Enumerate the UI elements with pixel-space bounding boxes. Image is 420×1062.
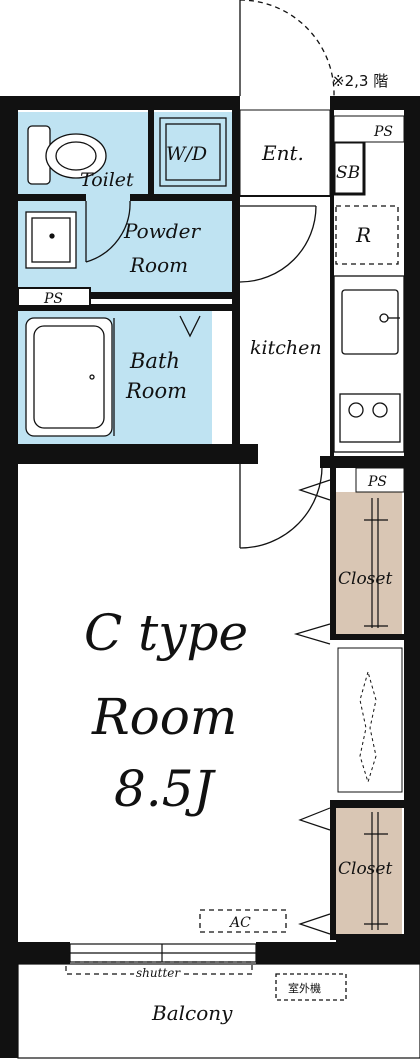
ps-right <box>355 467 405 493</box>
balcony-area <box>17 963 420 1059</box>
shutter-label: shutter <box>136 966 181 980</box>
ps-left-label: PS <box>43 291 63 307</box>
balcony-window <box>65 943 257 975</box>
kitchen-door <box>239 205 317 283</box>
ps-top-label: PS <box>373 124 393 140</box>
closet-lower-label: Closet <box>338 859 392 879</box>
entrance-door-swing <box>239 0 335 97</box>
ac-label: AC <box>228 915 251 931</box>
ps-left <box>17 287 91 307</box>
powder-room-label-2: Room <box>129 253 188 277</box>
main-room-label-2: Room <box>91 688 237 746</box>
sb-label: SB <box>336 163 360 183</box>
main-room-label-1: C type <box>84 604 248 662</box>
wd-label: W/D <box>166 143 207 165</box>
kitchen-counter <box>333 275 405 453</box>
bathtub <box>25 317 113 437</box>
shoe-box <box>332 140 366 196</box>
powder-door <box>85 200 131 263</box>
closet-door-marks <box>293 479 331 935</box>
balcony-label: Balcony <box>151 1001 233 1025</box>
toilet-fixture <box>27 125 107 185</box>
floor-note: ※2,3 階 <box>332 72 388 90</box>
outdoor-unit <box>275 973 347 1001</box>
main-room-label-3: 8.5J <box>114 760 217 818</box>
washer-pan <box>159 117 227 187</box>
interior-walls <box>18 110 404 942</box>
closet-upper-zone <box>336 492 402 634</box>
toilet-label: Toilet <box>80 169 134 191</box>
bath-room-label-1: Bath <box>129 349 180 373</box>
closet-lower-zone <box>336 808 402 934</box>
kitchen-label: kitchen <box>250 337 322 359</box>
bath-folding-door <box>113 315 201 436</box>
storage-niche <box>337 647 403 793</box>
wd-zone <box>150 112 236 196</box>
powder-room-label-1: Powder <box>123 219 201 243</box>
closet-upper-label: Closet <box>338 569 392 589</box>
ps-top <box>333 115 405 143</box>
refrigerator-space <box>335 205 399 265</box>
outer-walls <box>0 96 420 1058</box>
bath-room-label-2: Room <box>125 379 187 403</box>
main-room-door <box>239 463 323 549</box>
entrance-label: Ent. <box>261 141 304 165</box>
wash-basin <box>25 211 77 269</box>
ps-right-label: PS <box>367 474 387 490</box>
closet-upper-rail <box>364 498 388 628</box>
outdoor-unit-label: 室外機 <box>288 981 321 995</box>
refrigerator-label: R <box>355 223 371 247</box>
closet-lower-rail <box>364 812 388 930</box>
